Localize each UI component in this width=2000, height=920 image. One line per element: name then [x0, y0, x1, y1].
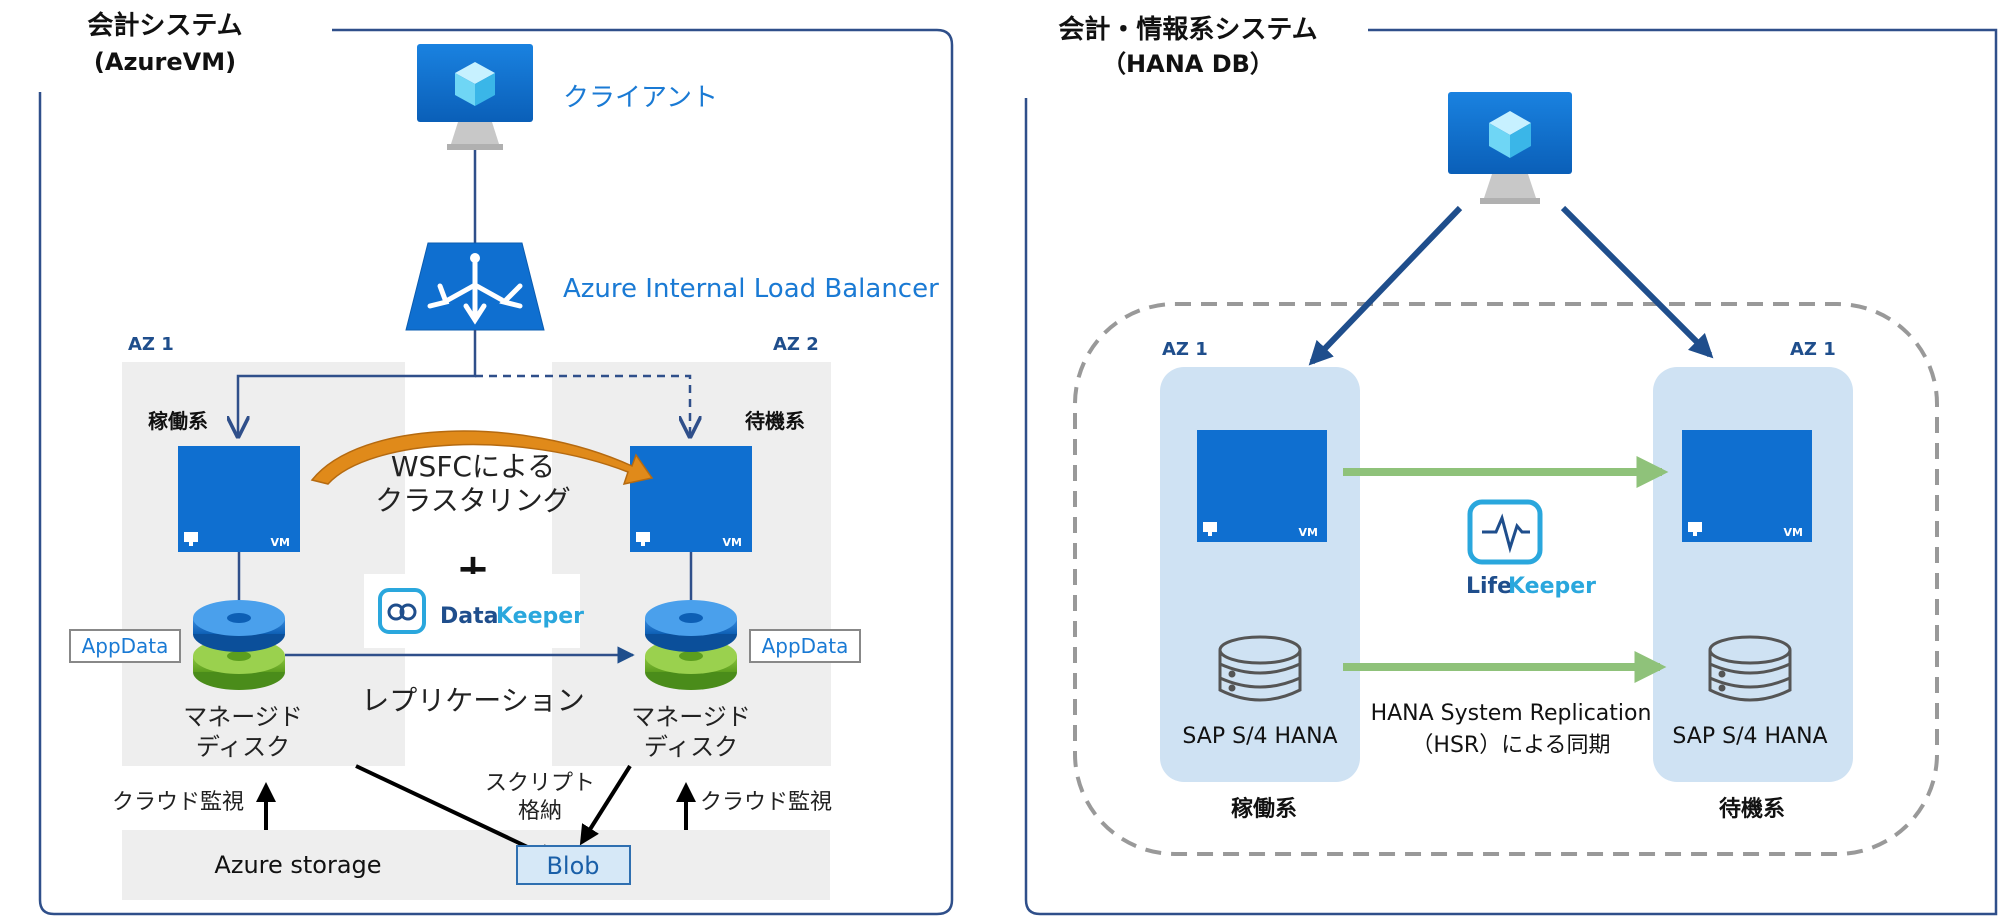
- left-panel-title-line2: (AzureVM): [94, 48, 236, 76]
- lifekeeper-logo-keeper: Keeper: [1508, 574, 1596, 599]
- hana-primary-label: 稼働系: [1231, 796, 1297, 822]
- blob-label: Blob: [546, 852, 599, 880]
- datakeeper-logo-keeper: Keeper: [496, 604, 584, 629]
- right-panel: 会計・情報系システム （HANA DB） AZ 1 AZ 1 VM: [1024, 14, 1998, 916]
- azure-storage-label: Azure storage: [214, 851, 381, 879]
- appdata-left-box: [69, 629, 181, 663]
- script-storage-label-line2: 格納: [518, 799, 562, 824]
- load-balancer-label: Azure Internal Load Balancer: [563, 274, 939, 304]
- appdata-left-label: AppData: [82, 634, 169, 658]
- hana-standby-label: 待機系: [1719, 796, 1785, 822]
- vm-badge: VM: [1299, 526, 1318, 539]
- vm-badge: VM: [1784, 526, 1803, 539]
- standby-disk-label-line2: ディスク: [644, 733, 738, 761]
- lb-to-primary-line: [238, 330, 477, 436]
- primary-disk-label-line1: マネージド: [183, 703, 303, 731]
- azure-storage-band: [122, 830, 830, 900]
- az-right-label: AZ 1: [1790, 339, 1836, 360]
- hana-primary-database-icon: [1218, 635, 1302, 702]
- datakeeper-logo-data: Data: [440, 604, 498, 629]
- lifekeeper-logo-life: Life: [1466, 574, 1512, 599]
- az-left-label: AZ 1: [1162, 339, 1208, 360]
- primary-label: 稼働系: [148, 409, 208, 433]
- hana-standby-vm-icon: VM: [1682, 430, 1812, 542]
- vm-badge: VM: [723, 536, 742, 549]
- primary-node-panel: [1160, 367, 1360, 782]
- az2-label: AZ 2: [773, 334, 819, 355]
- sap-standby-label: SAP S/4 HANA: [1672, 724, 1827, 749]
- datakeeper-logo: Data Keeper: [364, 574, 584, 648]
- primary-to-blob-arrow: [355, 764, 559, 863]
- primary-vm-icon: VM: [178, 446, 300, 552]
- cloud-monitor-right-label: クラウド監視: [700, 790, 832, 815]
- replication-label: レプリケーション: [361, 684, 584, 717]
- primary-disk-label-line2: ディスク: [196, 733, 290, 761]
- sap-primary-label: SAP S/4 HANA: [1182, 724, 1337, 749]
- blob-box: [516, 845, 631, 885]
- left-panel-title-line1: 会計システム: [87, 10, 242, 41]
- standby-to-blob-arrow: [579, 764, 632, 846]
- client-label: クライアント: [563, 83, 718, 113]
- hana-standby-database-icon: [1708, 635, 1792, 702]
- right-panel-frame: [1024, 28, 1998, 916]
- primary-managed-disk-icon: [193, 600, 285, 690]
- left-panel: 会計システム (AzureVM) AZ 1 AZ 2 クライアント: [38, 10, 954, 916]
- standby-disk-label-line1: マネージド: [631, 703, 751, 731]
- script-storage-label-line1: スクリプト: [485, 771, 595, 796]
- standby-vm-icon: VM: [630, 446, 752, 552]
- standby-managed-disk-icon: [645, 600, 737, 690]
- client-to-standby-arrow: [1560, 205, 1714, 359]
- right-panel-title-line2: （HANA DB）: [1102, 50, 1274, 78]
- load-balancer-icon: [405, 242, 545, 331]
- az1-zone: [122, 362, 405, 766]
- wsfc-failover-arrow: [310, 430, 654, 486]
- client-to-primary-arrow: [1308, 205, 1463, 366]
- appdata-right-box: [749, 629, 861, 663]
- hana-primary-vm-icon: VM: [1197, 430, 1327, 542]
- left-panel-frame: [38, 28, 954, 916]
- appdata-right-label: AppData: [762, 634, 849, 658]
- wsfc-label-line2: クラスタリング: [375, 484, 570, 517]
- client-monitor-icon: [417, 44, 533, 150]
- standby-label: 待機系: [745, 409, 805, 433]
- standby-node-panel: [1653, 367, 1853, 782]
- vm-badge: VM: [271, 536, 290, 549]
- lifekeeper-logo: Life Keeper: [1466, 499, 1596, 599]
- hsr-label-line2: （HSR）による同期: [1411, 733, 1610, 758]
- az1-label: AZ 1: [128, 334, 174, 355]
- right-panel-title-line1: 会計・情報系システム: [1058, 14, 1317, 45]
- wsfc-label-line1: WSFCによる: [391, 450, 555, 483]
- availability-zone-dashed-region: [1073, 302, 1939, 856]
- hana-client-monitor-icon: [1448, 92, 1572, 204]
- hsr-label-line1: HANA System Replication: [1371, 701, 1652, 726]
- cloud-monitor-left-label: クラウド監視: [112, 790, 244, 815]
- lb-to-standby-dashed-line: [475, 374, 690, 436]
